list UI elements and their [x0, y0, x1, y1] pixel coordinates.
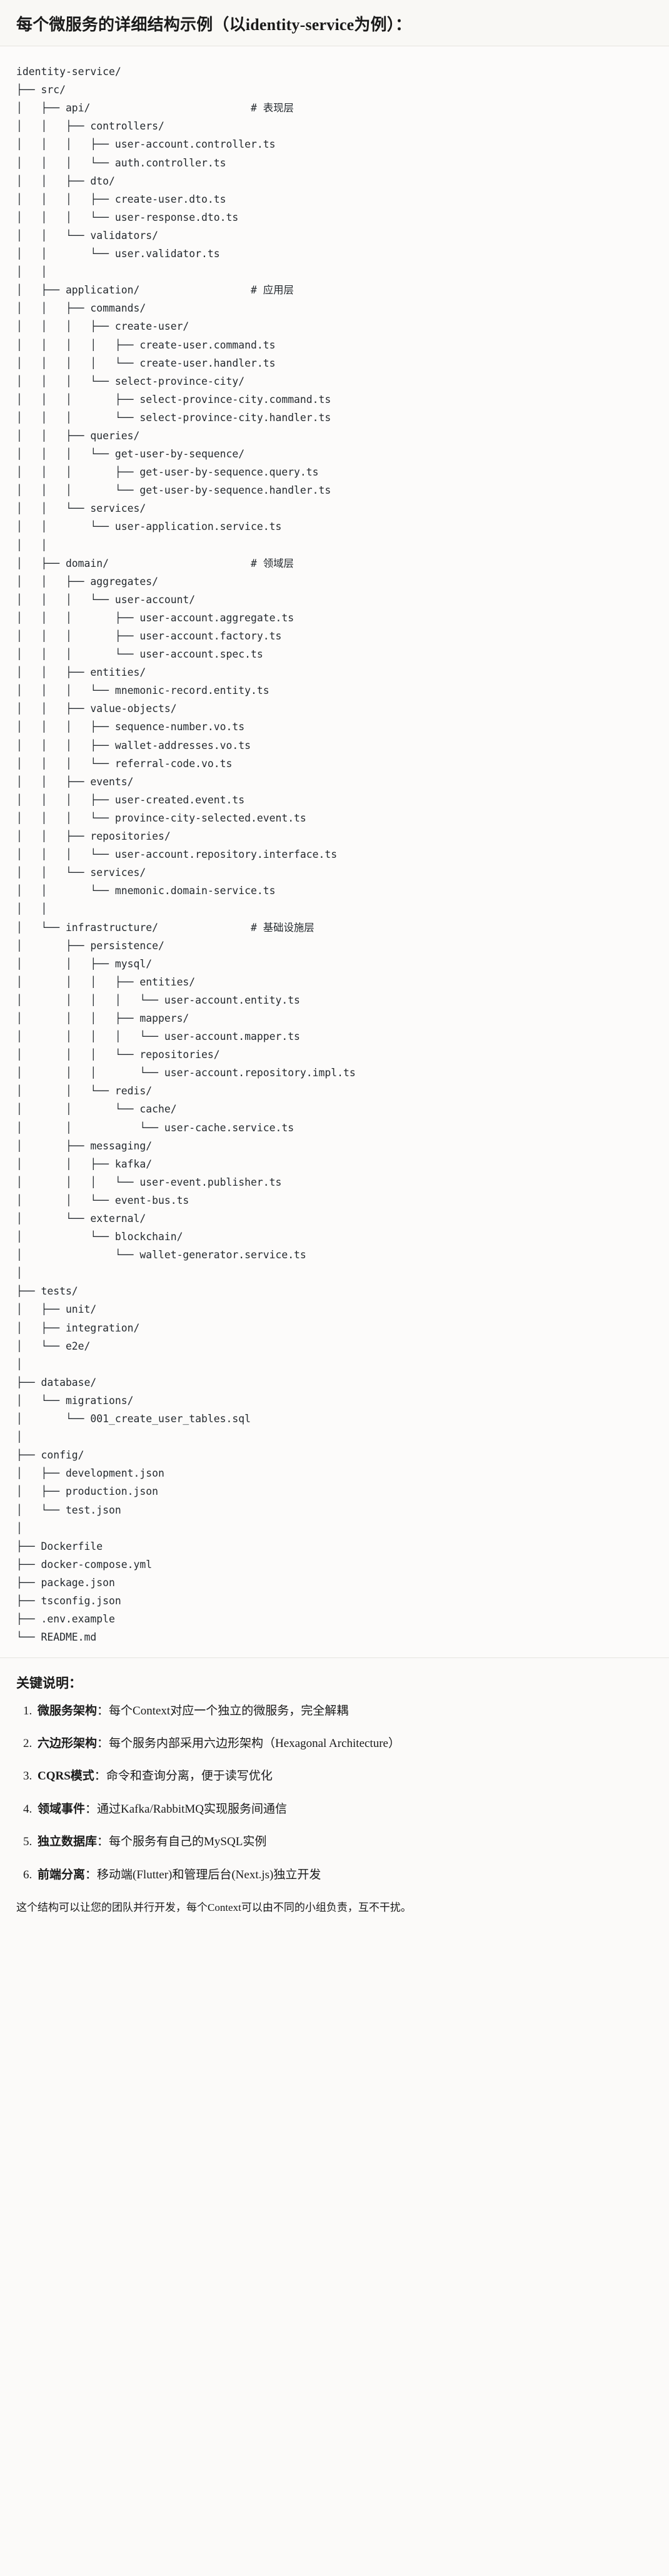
directory-tree-block: identity-service/ ├── src/ │ ├── api/ # …: [0, 46, 669, 1658]
page-title: 每个微服务的详细结构示例（以identity-service为例）：: [16, 16, 412, 34]
directory-tree: identity-service/ ├── src/ │ ├── api/ # …: [16, 66, 356, 1644]
key-note-separator: ：: [97, 1737, 109, 1751]
key-note-item: 六边形架构：每个服务内部采用六边形架构（Hexagonal Architectu…: [35, 1734, 653, 1753]
key-note-separator: ：: [85, 1868, 98, 1881]
key-notes-title: 关键说明：: [16, 1676, 82, 1691]
document-page: 每个微服务的详细结构示例（以identity-service为例）： ident…: [0, 0, 669, 1936]
key-note-item: CQRS模式：命令和查询分离，便于读写优化: [35, 1767, 653, 1786]
key-note-item: 独立数据库：每个服务有自己的MySQL实例: [35, 1833, 653, 1851]
key-note-item: 微服务架构：每个Context对应一个独立的微服务，完全解耦: [35, 1702, 653, 1721]
key-note-description: 通过Kafka/RabbitMQ实现服务间通信: [97, 1802, 288, 1816]
key-note-description: 每个Context对应一个独立的微服务，完全解耦: [109, 1704, 349, 1718]
key-note-description: 命令和查询分离，便于读写优化: [106, 1769, 273, 1783]
key-note-item: 前端分离：移动端(Flutter)和管理后台(Next.js)独立开发: [35, 1866, 653, 1885]
key-note-term: 独立数据库: [38, 1835, 98, 1849]
key-note-term: 微服务架构: [38, 1704, 98, 1718]
key-note-separator: ：: [97, 1704, 109, 1718]
key-note-term: 六边形架构: [38, 1737, 98, 1751]
key-note-separator: ：: [94, 1769, 106, 1783]
key-note-term: CQRS模式: [38, 1769, 94, 1783]
key-note-term: 前端分离: [38, 1868, 86, 1881]
key-note-description: 每个服务有自己的MySQL实例: [109, 1835, 267, 1849]
closing-paragraph: 这个结构可以让您的团队并行开发，每个Context可以由不同的小组负责，互不干扰…: [16, 1901, 411, 1913]
key-note-term: 领域事件: [38, 1802, 86, 1816]
document-header: 每个微服务的详细结构示例（以identity-service为例）：: [0, 0, 669, 47]
key-note-separator: ：: [97, 1835, 109, 1849]
key-note-description: 每个服务内部采用六边形架构（Hexagonal Architecture）: [109, 1737, 400, 1751]
key-notes-list: 微服务架构：每个Context对应一个独立的微服务，完全解耦六边形架构：每个服务…: [16, 1702, 653, 1885]
key-notes-section: 关键说明： 微服务架构：每个Context对应一个独立的微服务，完全解耦六边形架…: [0, 1657, 669, 1936]
key-note-description: 移动端(Flutter)和管理后台(Next.js)独立开发: [97, 1868, 321, 1881]
key-note-item: 领域事件：通过Kafka/RabbitMQ实现服务间通信: [35, 1800, 653, 1819]
key-note-separator: ：: [85, 1802, 98, 1816]
